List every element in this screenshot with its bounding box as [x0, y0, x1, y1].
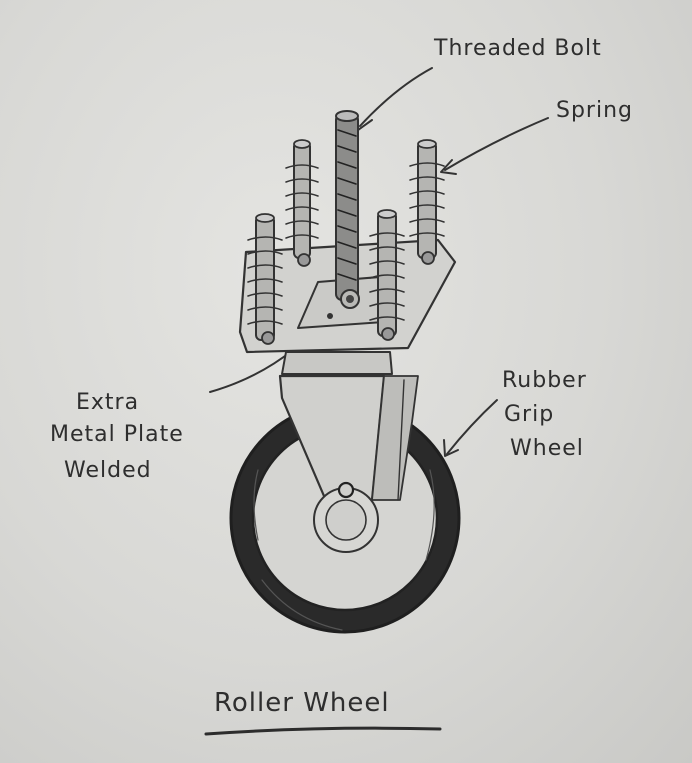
label-extra-line1: Extra — [76, 390, 140, 415]
threaded-bolt-top — [335, 110, 359, 122]
rubber-wheel-leader — [446, 399, 498, 455]
label-rubber-line3: Wheel — [510, 436, 584, 461]
caption-underline — [204, 726, 442, 736]
label-rubber-line2: Grip — [504, 402, 555, 427]
label-threaded-bolt: Threaded Bolt — [434, 36, 602, 61]
threaded-bolt-leader — [359, 67, 433, 127]
spring-rod-back-left — [285, 139, 319, 267]
spring-rod-back-right — [409, 139, 445, 265]
spring-rod-front-right — [369, 209, 405, 341]
threaded-bolt-shaft — [335, 113, 359, 301]
plate-weld-dot — [327, 313, 333, 319]
axle-bolt — [337, 481, 355, 499]
label-extra-line2: Metal Plate — [50, 422, 184, 447]
spring-rod-front-left — [247, 213, 283, 345]
label-rubber-line1: Rubber — [502, 368, 587, 393]
rubber-wheel-arrowhead — [443, 439, 459, 457]
spring-arrowhead — [440, 159, 457, 175]
caption-title: Roller Wheel — [214, 688, 390, 718]
label-spring: Spring — [556, 98, 633, 123]
threaded-bolt-thread — [337, 129, 357, 281]
caster-fork-side — [371, 375, 419, 501]
label-extra-line3: Welded — [64, 458, 152, 483]
spring-leader — [444, 117, 549, 171]
swivel-bearing — [281, 351, 393, 375]
